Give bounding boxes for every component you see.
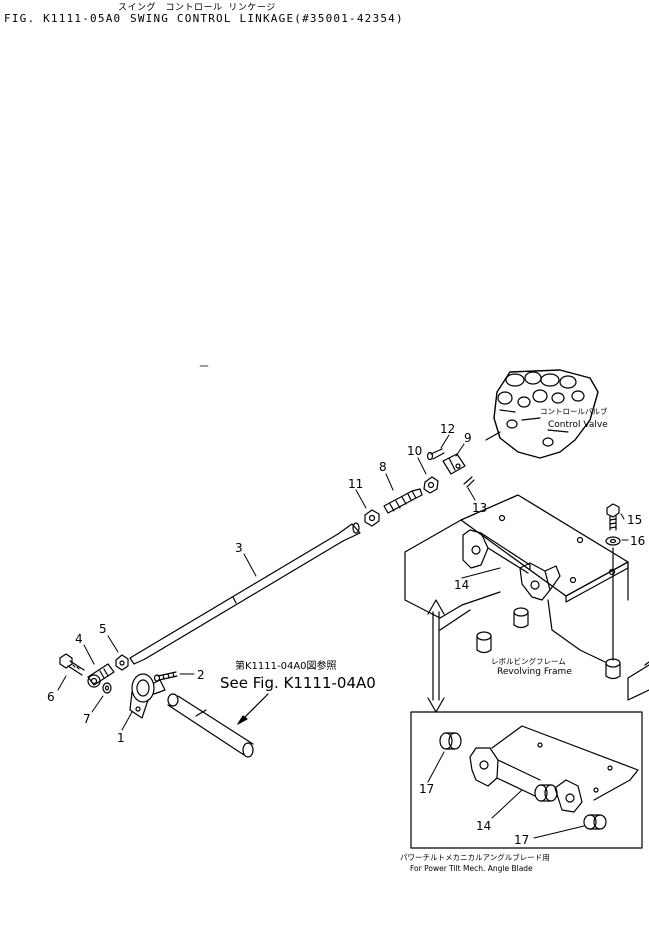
bolt-6 <box>59 653 85 676</box>
blade-option-box <box>410 711 643 849</box>
callout-13: 13 <box>472 501 487 515</box>
bushing-17-upper <box>439 732 462 750</box>
control-valve-label-jp: コントロールバルブ <box>540 406 608 416</box>
bolt-2 <box>153 671 178 682</box>
callout-6: 6 <box>47 690 55 704</box>
blade-note-label-en: For Power Tilt Mech. Angle Blade <box>410 864 533 873</box>
revolving-frame-label-jp: レボルビングフレーム <box>491 656 566 666</box>
bracket-14-lower <box>469 725 639 813</box>
bushing-17-middle <box>534 784 558 802</box>
figure-number: FIG. K1111-05A0 <box>4 12 122 25</box>
callouts: 1 2 3 4 5 6 7 8 9 10 11 12 13 14 14 15 1… <box>47 422 645 847</box>
callout-4: 4 <box>75 632 83 646</box>
see-figure-label-jp: 第K1111-04A0図参照 <box>235 659 337 672</box>
rod-3 <box>129 522 361 665</box>
bracket-14-upper <box>462 529 561 601</box>
callout-12: 12 <box>440 422 455 436</box>
callout-8: 8 <box>379 460 387 474</box>
revolving-frame <box>404 519 649 701</box>
control-valve <box>485 369 599 459</box>
callout-5: 5 <box>99 622 107 636</box>
see-figure-arrowhead <box>237 715 248 725</box>
bushing-17-lower <box>583 814 607 830</box>
figure-title: SWING CONTROL LINKAGE(#35001-42354) <box>130 12 404 25</box>
callout-10: 10 <box>407 444 422 458</box>
callout-leaders <box>57 434 629 839</box>
callout-14-lower: 14 <box>476 819 491 833</box>
callout-2: 2 <box>197 668 205 682</box>
title-japanese: スイング コントロール リンケージ <box>118 3 276 13</box>
pin-12 <box>426 448 445 461</box>
blade-note-label-jp: パワーチルトメカニカルアングルブレード用 <box>400 852 550 862</box>
callout-17-lower: 17 <box>514 833 529 847</box>
nut-11 <box>364 509 380 527</box>
callout-16: 16 <box>630 534 645 548</box>
control-valve-label-en: Control Valve <box>548 420 608 430</box>
frame-boss-3 <box>605 658 621 680</box>
washer-7 <box>102 682 112 694</box>
nut-10 <box>423 476 439 494</box>
nut-5 <box>115 654 129 671</box>
clevis-9 <box>442 453 466 475</box>
rod-end-4 <box>87 663 115 688</box>
frame-boss-2 <box>476 631 492 654</box>
callout-17-upper: 17 <box>419 782 434 796</box>
callout-1: 1 <box>117 731 125 745</box>
callout-11: 11 <box>348 477 363 491</box>
callout-3: 3 <box>235 541 243 555</box>
lever-1 <box>129 673 166 719</box>
revolving-frame-label-en: Revolving Frame <box>497 667 572 677</box>
see-figure-label-en: See Fig. K1111-04A0 <box>220 674 376 692</box>
callout-7: 7 <box>83 712 91 726</box>
callout-15: 15 <box>627 513 642 527</box>
callout-14-upper: 14 <box>454 578 469 592</box>
rod-end-8 <box>383 488 423 514</box>
cotter-pin-13 <box>463 476 475 488</box>
frame-boss-1 <box>513 607 529 629</box>
control-lever-shaft <box>167 693 254 758</box>
bolt-15 <box>606 503 620 531</box>
washer-16 <box>605 536 621 546</box>
callout-9: 9 <box>464 431 472 445</box>
